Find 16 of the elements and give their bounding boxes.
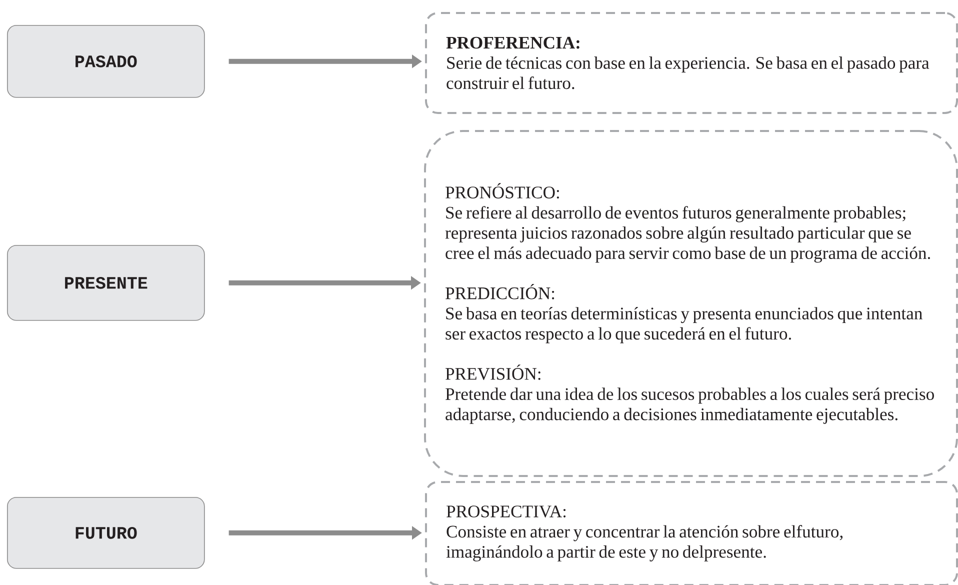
description: Consiste en atraer y concentrar la atención sobre elfuturo, imaginándolo a partir de este y no delpresente.: [446, 525, 843, 562]
heading: PREDICCIÓN:: [446, 284, 554, 300]
description: Pretende dar una idea de los sucesos probables a los cuales será preciso adaptarse, conduciendo a decisiones inmediatamente ejecutables.: [446, 388, 934, 424]
description: Se basa en teorías determinísticas y presenta enunciados que intentan ser exactos respecto a lo que sucederá en el futuro.: [446, 307, 922, 344]
description: Serie de técnicas con base en la experiencia. Se basa en el pasado para construir el futuro.: [446, 56, 930, 90]
dashed-panel: [425, 481, 958, 585]
heading: PREVISIÓN:: [446, 364, 540, 380]
term-box: PRESENTE: [7, 245, 205, 321]
term-box: PASADO: [7, 25, 205, 98]
description: Se refiere al desarrollo de eventos futuros generalmente probables; representa juicios razonados sobre algún resultado particular que se cree el más adecuado para servir como base de un programa de acción.: [445, 206, 930, 263]
term-box: FUTURO: [7, 497, 205, 569]
heading: PROFERENCIA:: [446, 36, 580, 49]
dashed-panel: [424, 130, 958, 477]
heading: PRONÓSTICO:: [446, 183, 559, 199]
dashed-panel: [425, 12, 958, 114]
heading: PROSPECTIVA:: [446, 506, 566, 518]
